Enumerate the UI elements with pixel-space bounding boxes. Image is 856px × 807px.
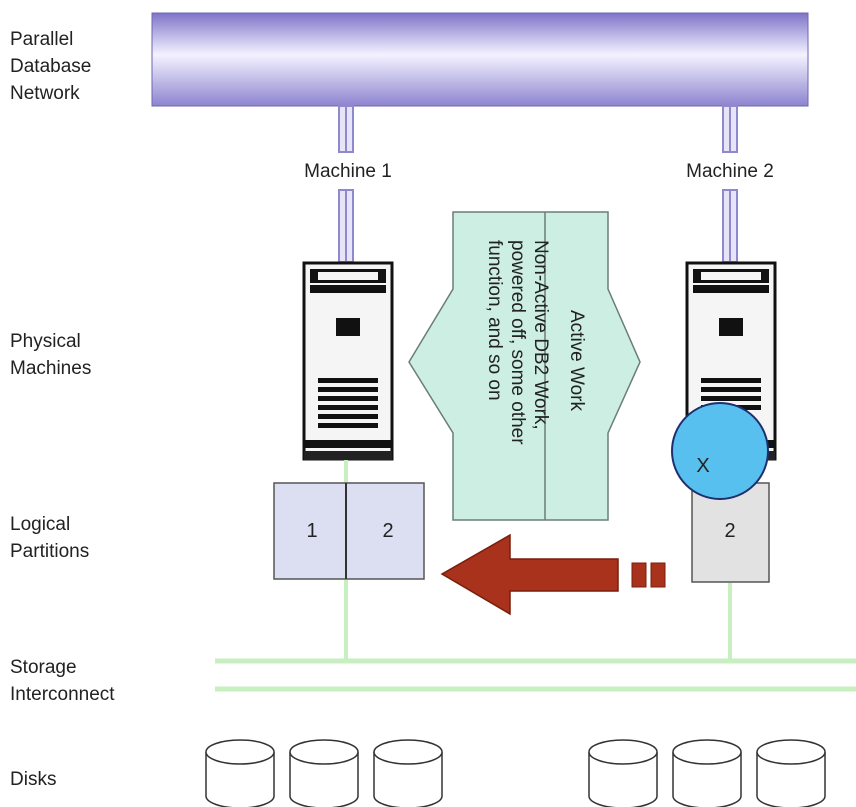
failure-mark: X (696, 455, 709, 477)
disk-icon (756, 739, 826, 807)
label-storage-interconnect: Storage Interconnect (10, 657, 115, 705)
disk-icon (205, 739, 275, 807)
migration-arrow (440, 533, 666, 616)
partition-2-machine-2-label: 2 (724, 520, 735, 542)
label-logical-partitions: Logical Partitions (10, 514, 89, 562)
network-cable-machine-2 (722, 105, 738, 263)
partition-box-machine-2 (691, 482, 770, 583)
label-disks: Disks (10, 769, 56, 790)
work-double-arrow (408, 211, 641, 521)
disk-icon (588, 739, 658, 807)
server-machine-1-icon (302, 261, 394, 461)
storage-interconnect (215, 460, 856, 692)
failure-circle (671, 402, 769, 500)
machine-2-label: Machine 2 (686, 161, 774, 182)
partition-2-label: 2 (382, 520, 393, 542)
non-active-work-text: Non-Active DB2 Work, powered off, some o… (484, 240, 551, 450)
label-physical-machines: Physical Machines (10, 331, 91, 379)
network-cable-machine-1 (338, 105, 354, 263)
partition-group-machine-1 (273, 482, 425, 580)
network-bar (151, 12, 809, 107)
disk-icon (289, 739, 359, 807)
label-network: Parallel Database Network (10, 29, 97, 104)
disk-icon (373, 739, 443, 807)
active-work-text: Active Work (566, 310, 587, 412)
machine-1-label: Machine 1 (304, 161, 392, 182)
partition-1-label: 1 (306, 520, 317, 542)
partition-box-machine-1 (273, 482, 425, 580)
disk-icon (672, 739, 742, 807)
